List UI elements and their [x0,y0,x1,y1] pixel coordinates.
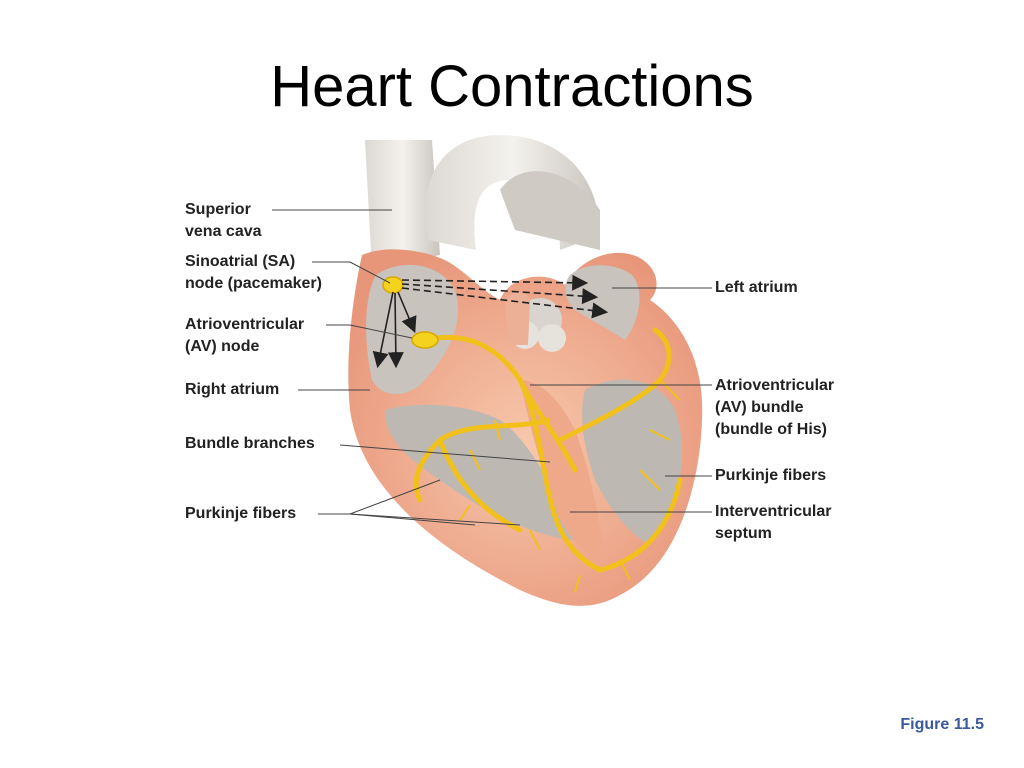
impulse-arrows [372,274,609,369]
right-ventricle-chamber [385,404,580,540]
leader-lines [272,209,712,526]
aortic-arch [425,135,600,250]
slide-title: Heart Contractions [270,54,754,119]
label-purkinje-fibers-left: Purkinje fibers [185,505,297,522]
pulmonary-trunk [505,292,530,345]
av-node [411,331,439,349]
purkinje-branches [459,359,681,593]
label-right-atrium: Right atrium [185,381,280,398]
figure-caption: Figure 11.5 [900,716,984,733]
label-av-node: Atrioventricular (AV) node [185,316,305,355]
label-left-atrium: Left atrium [715,279,798,296]
left-ventricle-chamber [582,379,682,545]
septum [520,380,605,560]
sa-node [382,276,404,294]
label-bundle-branches: Bundle branches [185,435,315,452]
label-superior-vena-cava: Superior vena cava [185,201,262,240]
superior-vena-cava [365,140,440,270]
label-purkinje-fibers-right: Purkinje fibers [715,467,827,484]
label-interventricular-septum: Interventricular septum [715,503,832,542]
label-sa-node: Sinoatrial (SA) node (pacemaker) [185,253,322,292]
label-av-bundle: Atrioventricular (AV) bundle (bundle of … [715,377,835,438]
conduction-system [413,327,683,573]
